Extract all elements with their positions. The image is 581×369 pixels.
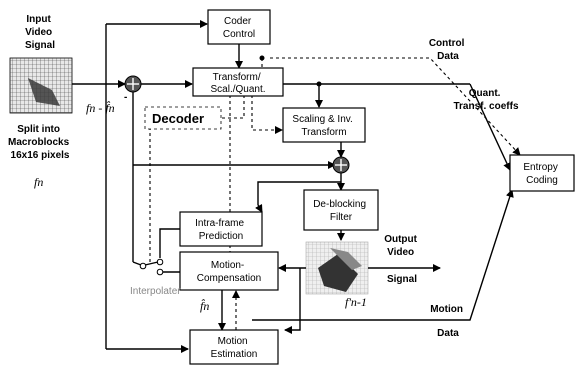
control-data-label: Control Data	[429, 38, 467, 62]
intra-out-line	[160, 229, 180, 258]
quant-coeffs-label: Quant. Transf. coeffs	[453, 88, 518, 112]
decoder-label: Decoder	[152, 111, 204, 126]
switch-pivot	[140, 263, 146, 269]
minus-sign: -	[124, 92, 127, 103]
transform-label: Transform/ Scal./Quant.	[210, 72, 265, 95]
switch-arm	[145, 262, 158, 265]
macroblock-grid-icon	[10, 58, 72, 113]
interpolater-label: Interpolater	[130, 286, 181, 297]
deblocking-block	[304, 190, 378, 230]
frame-buffer-icon	[306, 242, 368, 294]
output-label: Output Video Signal	[384, 234, 420, 285]
to-intra-arrow	[258, 205, 262, 212]
sum-junction-icon	[125, 76, 141, 92]
control-to-scaling	[252, 95, 282, 130]
switch-contact-intra	[157, 259, 163, 265]
switch-contact-inter	[157, 269, 163, 275]
motion-comp-block	[180, 252, 278, 290]
switch-to-feedback	[133, 262, 141, 265]
fprev-label: f'n-1	[345, 295, 367, 309]
motion-data-label: Motion Data	[430, 304, 466, 339]
input-label: Input Video Signal	[25, 14, 55, 51]
fhat-label: f̂n	[200, 298, 209, 313]
sum-junction-icon	[333, 157, 349, 173]
fn-label: fn	[34, 175, 43, 189]
split-label: Split into Macroblocks 16x16 pixels	[8, 124, 72, 161]
diff-label: fn - f̂n	[86, 100, 115, 115]
motion-data-line	[252, 190, 512, 320]
